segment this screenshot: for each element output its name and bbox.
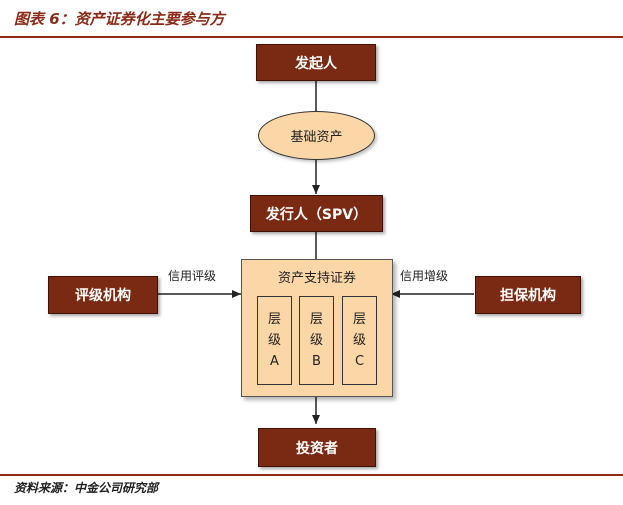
tranche-a-letter: A (270, 354, 279, 369)
tranche-c: 层 级 C (342, 296, 377, 385)
guarantor-node: 担保机构 (475, 276, 581, 314)
issuer-node: 发行人（SPV） (250, 195, 383, 232)
tranche-a-char2: 级 (267, 333, 281, 348)
tranche-c-char2: 级 (352, 333, 366, 348)
tranche-a-char1: 层 (267, 312, 281, 327)
credit-enhancement-label: 信用增级 (400, 269, 449, 283)
credit-rating-label: 信用评级 (168, 269, 217, 283)
figure-title: 图表 6：资产证券化主要参与方 (14, 10, 225, 28)
underlying-assets-node: 基础资产 (258, 111, 375, 160)
investors-node: 投资者 (258, 428, 376, 467)
rating-agency-node: 评级机构 (48, 276, 158, 314)
tranche-a: 层 级 A (257, 296, 292, 385)
top-rule (0, 36, 623, 38)
securities-label: 资产支持证券 (277, 271, 356, 286)
tranche-c-char1: 层 (352, 312, 366, 327)
bottom-rule (0, 474, 623, 476)
tranche-c-letter: C (354, 354, 365, 369)
originator-node: 发起人 (256, 44, 376, 81)
tranche-b: 层 级 B (299, 296, 334, 385)
source-note: 资料来源：中金公司研究部 (14, 481, 159, 495)
tranche-b-char1: 层 (309, 312, 323, 327)
tranche-b-char2: 级 (309, 333, 323, 348)
tranche-b-letter: B (312, 354, 321, 369)
securities-pool: 资产支持证券 层 级 A 层 级 B 层 级 C (241, 259, 393, 397)
